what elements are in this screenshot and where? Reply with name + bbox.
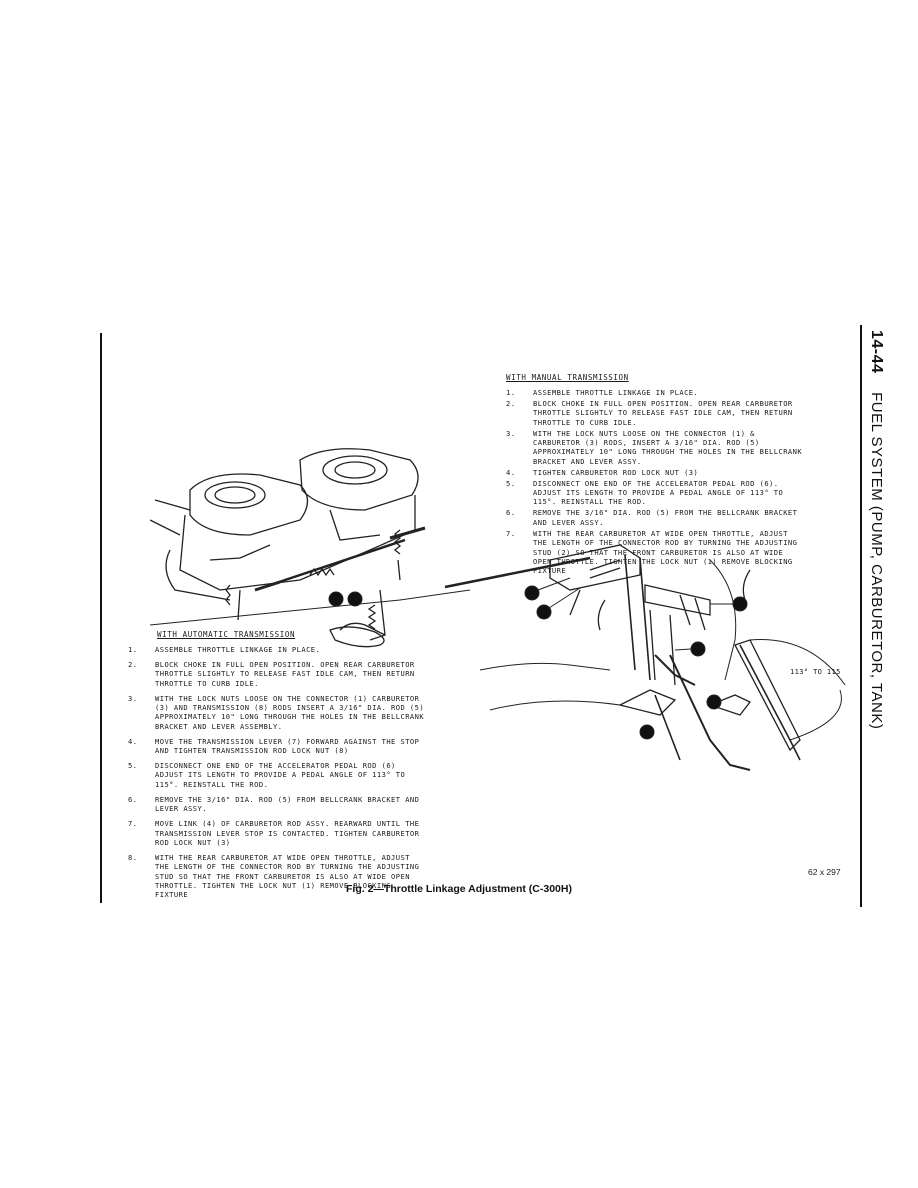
procedure-step: 8. WITH THE REAR CARBURETOR AT WIDE OPEN … [128, 853, 428, 900]
procedure-step: 4. MOVE THE TRANSMISSION LEVER (7) FORWAR… [128, 737, 428, 756]
throttle-rod-illustration [444, 556, 591, 589]
callout-1-label: 1 [333, 593, 340, 606]
page-number: 14-44 [868, 330, 885, 374]
procedure-step: 3. WITH THE LOCK NUTS LOOSE ON THE CONNEC… [506, 429, 806, 467]
bellcrank-bracket-illustration [549, 544, 751, 686]
right-rule [860, 325, 862, 907]
step-number: 1. [506, 388, 516, 397]
carburetor-assembly-illustration [150, 448, 419, 601]
automatic-procedure-title: WITH AUTOMATIC TRANSMISSION [157, 630, 296, 639]
callout-5-label: 5 [737, 598, 744, 611]
callout-8: 8 [639, 724, 655, 740]
automatic-steps-list: 1. ASSEMBLE THROTTLE LINKAGE IN PLACE. 2. B… [128, 645, 428, 905]
callout-5: 5 [710, 596, 748, 612]
reference-code: 62 x 297 [808, 867, 841, 877]
step-text: MOVE LINK (4) OF CARBURETOR ROD ASSY. RE… [155, 819, 420, 847]
step-number: 2. [506, 398, 516, 408]
step-text: MOVE THE TRANSMISSION LEVER (7) FORWARD … [155, 736, 420, 756]
hand-illustration [329, 626, 385, 648]
step-text: ASSEMBLE THROTTLE LINKAGE IN PLACE. [533, 388, 699, 397]
step-text: WITH THE LOCK NUTS LOOSE ON THE CONNECTO… [533, 428, 803, 466]
callout-3-label: 3 [541, 606, 548, 619]
callout-6: 6 [674, 641, 706, 657]
callout-3: 3 [536, 587, 581, 620]
step-number: 1. [128, 645, 138, 654]
step-number: 4. [128, 736, 138, 746]
step-number: 5. [506, 478, 516, 488]
accelerator-pedal-illustration [479, 639, 846, 771]
left-rule [100, 333, 102, 903]
procedure-step: 1. ASSEMBLE THROTTLE LINKAGE IN PLACE. [128, 645, 428, 654]
step-text: REMOVE THE 3/16" DIA. ROD (5) FROM BELLC… [155, 794, 420, 814]
callout-2: 2 [347, 591, 363, 607]
callout-7-label: 7 [711, 696, 718, 709]
callout-8-label: 8 [644, 726, 651, 739]
step-text: WITH THE REAR CARBURETOR AT WIDE OPEN TH… [155, 852, 420, 900]
step-number: 6. [128, 794, 138, 804]
step-text: WITH THE REAR CARBURETOR AT WIDE OPEN TH… [533, 528, 798, 576]
side-title: 14-44 FUEL SYSTEM (PUMP, CARBURETOR, TAN… [865, 330, 885, 729]
step-text: DISCONNECT ONE END OF THE ACCELERATOR PE… [155, 761, 406, 789]
step-number: 6. [506, 508, 516, 518]
step-number: 4. [506, 467, 516, 477]
procedure-step: 6. REMOVE THE 3/16" DIA. ROD (5) FROM BEL… [128, 795, 428, 814]
procedure-step: 2. BLOCK CHOKE IN FULL OPEN POSITION. OPE… [506, 399, 806, 427]
procedure-step: 2. BLOCK CHOKE IN FULL OPEN POSITION. OPE… [128, 660, 428, 688]
manual-steps-list: 1. ASSEMBLE THROTTLE LINKAGE IN PLACE. 2. B… [506, 388, 806, 577]
callout-2-label: 2 [352, 593, 359, 606]
step-number: 3. [506, 428, 516, 438]
procedure-step: 3. WITH THE LOCK NUTS LOOSE ON THE CONNEC… [128, 694, 428, 732]
callout-6-label: 6 [695, 643, 702, 656]
connector-rod-illustration [150, 526, 471, 641]
callout-4: 4 [524, 577, 571, 601]
figure-caption: Fig. 2—Throttle Linkage Adjustment (C-30… [346, 883, 572, 895]
callout-1: 1 [328, 591, 344, 607]
procedure-step: 7. WITH THE REAR CARBURETOR AT WIDE OPEN … [506, 529, 806, 576]
procedure-step: 6. REMOVE THE 3/16" DIA. ROD (5) FROM THE… [506, 508, 806, 527]
section-title: FUEL SYSTEM (PUMP, CARBURETOR, TANK) [868, 392, 885, 730]
procedure-step: 1. ASSEMBLE THROTTLE LINKAGE IN PLACE. [506, 388, 806, 397]
step-text: REMOVE THE 3/16" DIA. ROD (5) FROM THE B… [533, 508, 798, 527]
step-text: BLOCK CHOKE IN FULL OPEN POSITION. OPEN … [533, 398, 793, 427]
step-text: ASSEMBLE THROTTLE LINKAGE IN PLACE. [155, 645, 321, 654]
step-number: 8. [128, 852, 138, 862]
step-text: WITH THE LOCK NUTS LOOSE ON THE CONNECTO… [155, 693, 425, 731]
pedal-angle-label: 113° TO 115 [790, 668, 841, 676]
manual-procedure-title: WITH MANUAL TRANSMISSION [506, 373, 629, 382]
step-text: DISCONNECT ONE END OF THE ACCELERATOR PE… [533, 478, 784, 507]
throttle-linkage-drawing: 1 2 3 4 5 6 7 8 [150, 448, 846, 771]
procedure-step: 4. TIGHTEN CARBURETOR ROD LOCK NUT (3) [506, 468, 806, 477]
procedure-step: 7. MOVE LINK (4) OF CARBURETOR ROD ASSY. … [128, 819, 428, 847]
step-number: 5. [128, 761, 138, 771]
procedure-step: 5. DISCONNECT ONE END OF THE ACCELERATOR … [128, 761, 428, 789]
step-text: TIGHTEN CARBURETOR ROD LOCK NUT (3) [533, 467, 699, 477]
step-number: 3. [128, 693, 138, 703]
step-text: BLOCK CHOKE IN FULL OPEN POSITION. OPEN … [155, 659, 415, 688]
step-number: 7. [506, 528, 516, 538]
step-number: 2. [128, 659, 138, 669]
procedure-step: 5. DISCONNECT ONE END OF THE ACCELERATOR … [506, 479, 806, 507]
step-number: 7. [128, 819, 138, 829]
callout-4-label: 4 [529, 587, 536, 600]
callout-7: 7 [706, 694, 722, 710]
